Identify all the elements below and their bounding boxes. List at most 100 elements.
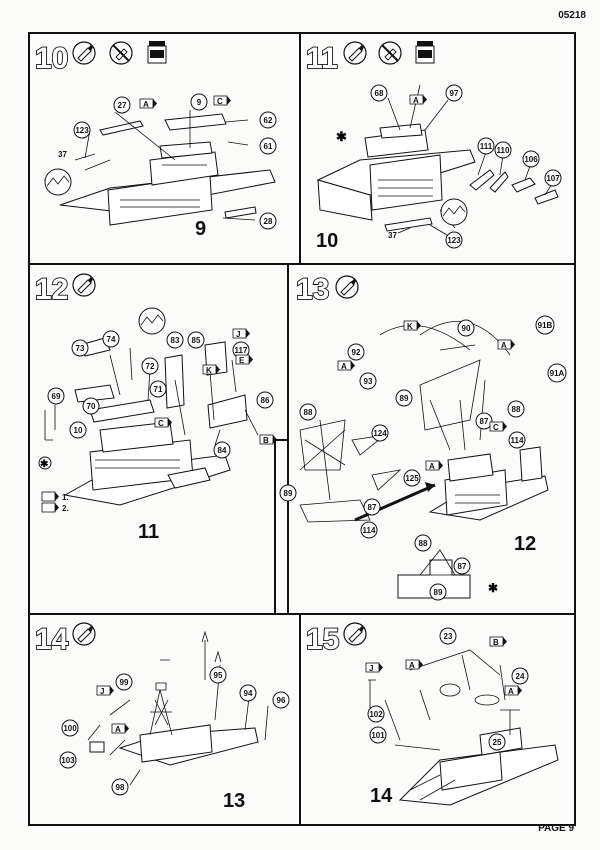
part-label: 88 [419,539,428,548]
legend-step: 1. [62,493,69,502]
flag-label: J [100,687,104,696]
asterisk-icon: ✱ [488,581,498,595]
page-number: PAGE 9 [538,823,574,834]
part-label: 114 [511,436,524,445]
part-label: 85 [192,336,201,345]
part-label: 74 [107,335,116,344]
part-label: 124 [373,429,387,438]
part-label: 125 [405,474,419,483]
flag-label: B [263,436,269,445]
no-cement-icon [109,41,133,65]
part-label: 92 [352,348,361,357]
part-label: 83 [171,336,180,345]
flag-label: K [206,366,212,375]
part-label: 70 [87,402,96,411]
part-label: 103 [61,756,75,765]
part-label: 123 [447,236,461,245]
step-11-callouts: 68 97 111 110 106 107 37 123 A ✱ [336,84,562,249]
base-assembly-number: 9 [195,218,206,240]
flag-label: A [115,725,121,734]
step-13-panel: 13 92 90 91B 91A 93 89 88 124 87 125 114… [274,263,576,615]
flag-label: J [369,664,373,673]
flag-label: A [143,100,149,109]
part-label: 91A [550,369,565,378]
asterisk-icon: ✱ [40,459,49,470]
part-label: 90 [462,324,471,333]
part-label: 10 [74,426,83,435]
step-14-callouts: 99 95 94 96 100 103 98 J A [59,666,290,796]
part-label: 87 [480,417,489,426]
part-label: 96 [277,696,286,705]
step-12-callouts: 73 74 72 71 69 70 10 83 85 117 86 84 J K… [38,328,278,513]
step-12-panel: 12 73 74 72 71 69 70 10 83 85 117 86 84 [28,263,289,615]
flag-label: C [158,419,164,428]
part-label: 68 [375,89,384,98]
flag-label: C [493,423,499,432]
part-label: 25 [493,738,502,747]
flag-label: E [239,356,245,365]
step-12-number: 12 [35,273,68,306]
part-label: 89 [434,588,443,597]
glue-tube-icon [72,273,96,297]
flag-label: J [236,330,240,339]
part-label: 107 [546,174,560,183]
part-label: 111 [480,142,493,151]
step-15-callouts: 23 24 25 102 101 J A B A [365,627,529,751]
part-label: 93 [364,377,373,386]
glue-tube-icon [343,622,367,646]
flag-label: K [407,322,413,331]
flag-marker [41,491,60,502]
part-label: 86 [261,396,270,405]
step-15-panel: 15 23 24 25 102 101 J A B A 14 [299,613,576,826]
part-label: 101 [371,731,385,740]
step-11-panel: 11 68 97 111 110 106 107 37 123 A ✱ [299,32,576,265]
part-label: 87 [458,562,467,571]
base-assembly-number: 13 [223,790,245,812]
part-label: 123 [75,126,89,135]
part-label: 94 [244,689,253,698]
part-label: 61 [264,142,273,151]
part-label: 110 [497,146,510,155]
flag-label: A [341,362,347,371]
base-assembly-number: 11 [138,521,159,543]
no-cement-icon [378,41,402,65]
part-label: 100 [63,724,77,733]
glue-tube-icon [72,622,96,646]
asterisk-icon: ✱ [336,129,347,144]
step-10-number: 10 [35,42,68,75]
part-label: 98 [116,783,125,792]
flag-label: A [501,341,507,350]
flag-label: A [413,96,419,105]
part-label: 88 [512,405,521,414]
part-label: 9 [197,98,202,107]
part-label: 72 [146,362,155,371]
base-assembly-number: 12 [514,533,536,555]
flag-label: A [409,661,415,670]
step-10-panel: 10 27 9 62 61 123 37 28 A C 9 [28,32,301,265]
part-label: 114 [363,526,376,535]
step-14-number: 14 [35,623,69,656]
glue-tube-icon [72,41,96,65]
part-label: 89 [284,489,293,498]
glue-tube-icon [343,41,367,65]
part-label: 91B [538,321,553,330]
paint-jar-icon [415,40,435,64]
flag-label: A [508,687,514,696]
flag-marker [41,502,60,513]
base-assembly-number: 14 [370,785,393,807]
part-label: 62 [264,116,273,125]
flag-label: A [429,462,435,471]
part-label: 24 [516,672,525,681]
flag-label: B [493,638,499,647]
glue-tube-icon [335,275,359,299]
step-13-number: 13 [296,273,329,306]
part-label: 28 [264,217,273,226]
part-label: 117 [235,346,248,355]
paint-jar-icon [147,40,167,64]
part-label: 73 [76,344,85,353]
part-label: 37 [58,150,67,159]
part-label: 99 [120,678,129,687]
part-label: 69 [52,392,61,401]
